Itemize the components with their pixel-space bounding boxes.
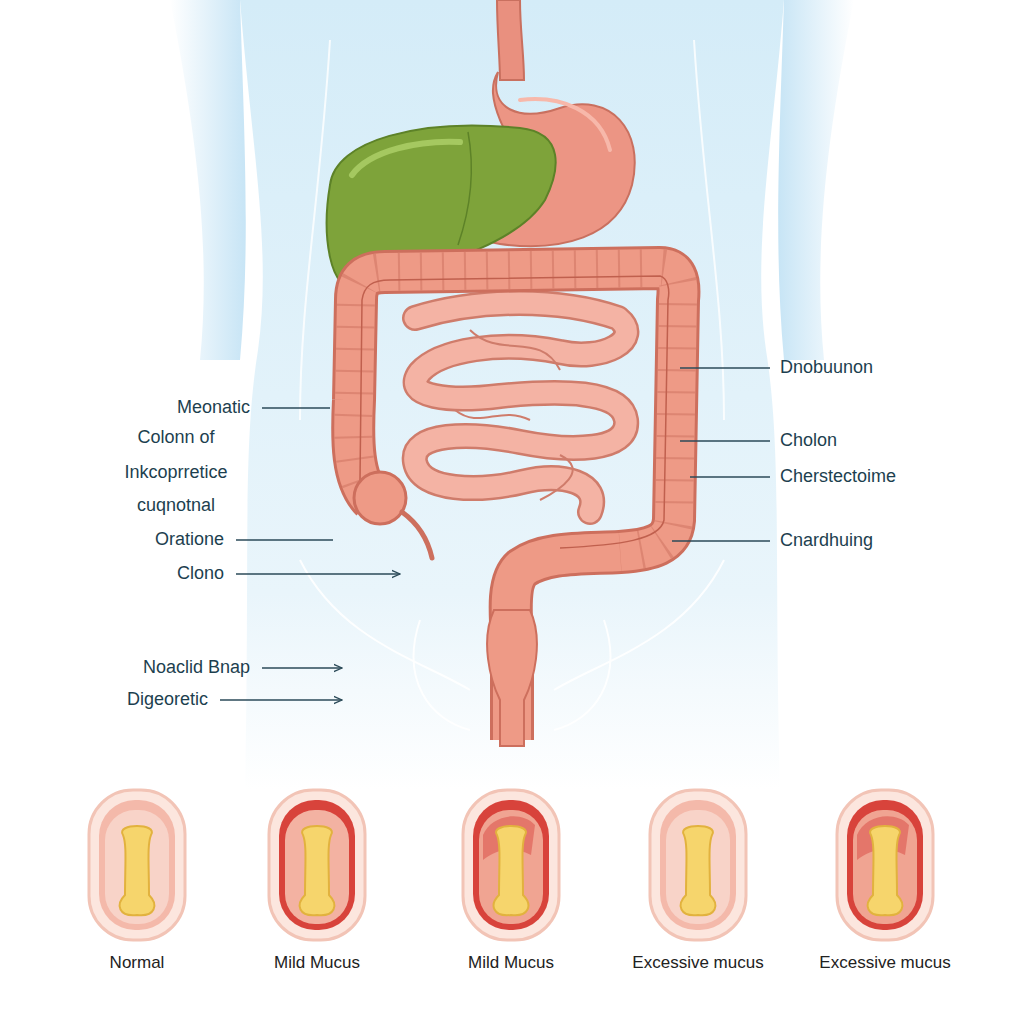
icon-outer <box>463 790 559 940</box>
icon-mucus <box>681 826 716 915</box>
icon-mucus <box>120 826 155 915</box>
icon-mucus <box>868 826 903 915</box>
cross-section-icon <box>837 790 933 940</box>
cross-section-icon <box>269 790 365 940</box>
part-label: Cholon <box>780 430 837 452</box>
leader-line <box>262 407 330 408</box>
icon-caption: Mild Mucus <box>468 953 554 973</box>
icon-caption: Mild Mucus <box>274 953 360 973</box>
icon-wall <box>279 800 355 930</box>
icon-mucus <box>494 826 529 915</box>
cecum <box>354 472 406 524</box>
leader-arrow <box>220 699 342 700</box>
part-label: Inkcoprretice <box>124 462 227 484</box>
rectum <box>487 610 537 746</box>
haustra <box>353 268 678 552</box>
appendix <box>402 512 432 558</box>
leader-line <box>690 476 770 477</box>
part-label: Digeoretic <box>127 689 208 711</box>
icon-caption: Normal <box>110 953 165 973</box>
icon-outer <box>837 790 933 940</box>
part-label: Noaclid Bnap <box>143 657 250 679</box>
leader-line <box>680 440 770 441</box>
icon-outer <box>269 790 365 940</box>
icon-lining <box>285 810 349 924</box>
esophagus <box>497 0 524 80</box>
leader-arrow <box>236 573 400 574</box>
part-label: Clono <box>177 563 224 585</box>
small-intestine-loop <box>455 330 573 500</box>
icon-lining <box>479 810 543 924</box>
cross-section-icon <box>650 790 746 940</box>
icon-wall <box>473 800 549 930</box>
icon-wall <box>660 800 736 930</box>
part-label: cuqnotnal <box>137 495 215 517</box>
cross-section-icon <box>89 790 185 940</box>
body-side <box>170 0 246 360</box>
small-intestine-outline <box>415 303 627 512</box>
cross-section-icon <box>463 790 559 940</box>
icon-lining <box>666 810 730 924</box>
taenia-line <box>360 276 669 548</box>
liver-highlight <box>352 142 460 175</box>
part-label: Colonn of <box>137 427 214 449</box>
icon-caption: Excessive mucus <box>632 953 763 973</box>
part-label: Meonatic <box>177 397 250 419</box>
mucus-icons <box>89 790 933 940</box>
body-side <box>778 0 854 360</box>
leader-line <box>680 367 770 368</box>
icon-caption: Excessive mucus <box>819 953 950 973</box>
icon-mucus <box>300 826 335 915</box>
icon-outer <box>89 790 185 940</box>
small-intestine <box>415 303 627 512</box>
leader-line <box>236 539 333 540</box>
leader-arrow <box>262 667 342 668</box>
icon-lining <box>853 810 917 924</box>
body-silhouette <box>240 0 784 790</box>
leader-line <box>672 540 770 541</box>
part-label: Cnardhuing <box>780 530 873 552</box>
icon-wall <box>847 800 923 930</box>
part-label: Oratione <box>155 529 224 551</box>
icon-outer <box>650 790 746 940</box>
icon-lining <box>105 810 169 924</box>
leader-lines <box>220 368 770 700</box>
part-label: Dnobuunon <box>780 357 873 379</box>
part-label: Cherstectoime <box>780 466 896 488</box>
icon-wall <box>99 800 175 930</box>
liver-lobe-line <box>458 132 471 245</box>
